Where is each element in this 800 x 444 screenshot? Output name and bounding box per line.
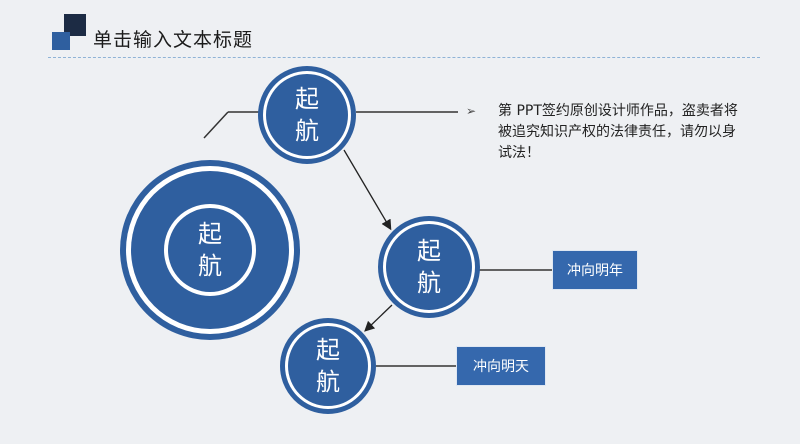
note-text: 第 PPT签约原创设计师作品，盗卖者将被追究知识产权的法律责任，请勿以身试法！	[498, 103, 738, 161]
slide-title[interactable]: 单击输入文本标题	[93, 29, 254, 51]
logo-square-blue	[52, 32, 70, 50]
node-top-char-1: 起	[295, 85, 319, 113]
node-big-char-1: 起	[198, 220, 222, 248]
arrow-middle-to-bottom	[364, 304, 393, 332]
node-bottom[interactable]: 起 航	[280, 318, 376, 414]
connector-big-to-top	[203, 111, 229, 139]
bullet-arrow-icon: ➢	[466, 104, 477, 118]
node-bottom-char-2: 航	[316, 368, 340, 396]
node-middle-char-1: 起	[417, 237, 441, 265]
label-middle[interactable]: 冲向明年	[552, 250, 638, 290]
node-top[interactable]: 起 航	[258, 66, 356, 164]
label-bottom[interactable]: 冲向明天	[456, 346, 546, 386]
node-top-char-2: 航	[295, 117, 319, 145]
node-middle[interactable]: 起 航	[378, 216, 480, 318]
title-divider	[48, 57, 760, 58]
node-bottom-char-1: 起	[316, 336, 340, 364]
note-block[interactable]: ➢ 第 PPT签约原创设计师作品，盗卖者将被追究知识产权的法律责任，请勿以身试法…	[466, 101, 742, 164]
logo-square-dark	[64, 14, 86, 36]
node-big[interactable]: 起 航	[120, 160, 300, 340]
arrow-top-to-middle	[343, 149, 392, 231]
node-big-char-2: 航	[198, 252, 222, 280]
node-middle-char-2: 航	[417, 269, 441, 297]
